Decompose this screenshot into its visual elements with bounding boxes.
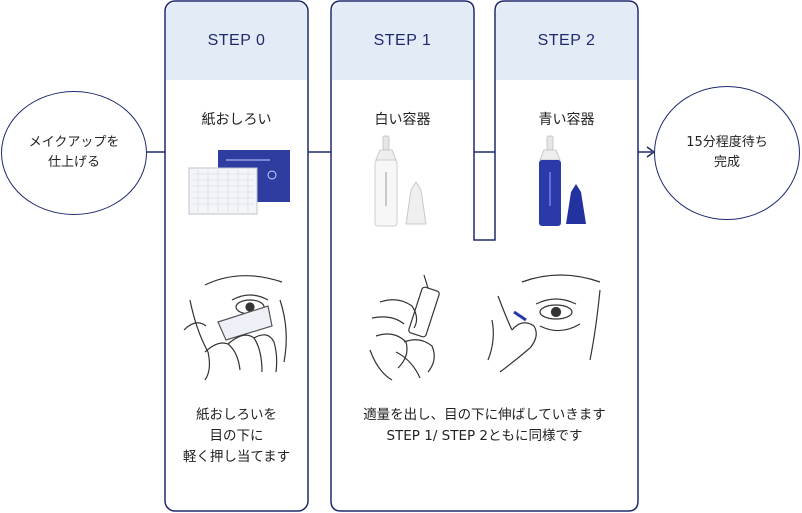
press-paper-illustration: [183, 275, 287, 381]
step0-header: STEP 0: [166, 2, 307, 80]
blue-bottle-icon: [539, 135, 586, 226]
start-label: メイクアップを 仕上げる: [28, 135, 120, 170]
shared-description: 適量を出し、目の下に伸ばしていきます STEP 1/ STEP 2ともに同様です: [363, 407, 606, 444]
white-bottle-icon: [374, 135, 427, 227]
end-label: 15分程度待ち 完成: [686, 135, 768, 170]
end-circle: 15分程度待ち 完成: [654, 86, 800, 220]
step0-description: 紙おしろいを 目の下に 軽く押し当てます: [182, 407, 291, 465]
step2-product-label: 青い容器: [538, 112, 595, 128]
step1-product-label: 白い容器: [374, 112, 431, 128]
step0-box: [164, 0, 309, 512]
blotting-paper-icon: [188, 150, 290, 215]
dispense-bottle-illustration: [369, 274, 440, 381]
step1-header: STEP 1: [332, 2, 473, 80]
step0-product-label: 紙おしろい: [201, 112, 272, 128]
step1-title: STEP 1: [373, 32, 432, 49]
start-circle: メイクアップを 仕上げる: [1, 91, 147, 215]
step1-step2-box: [330, 0, 639, 512]
step2-title: STEP 2: [537, 32, 596, 49]
step0-title: STEP 0: [207, 32, 266, 49]
apply-under-eye-illustration: [487, 274, 601, 373]
step2-header: STEP 2: [496, 2, 637, 80]
